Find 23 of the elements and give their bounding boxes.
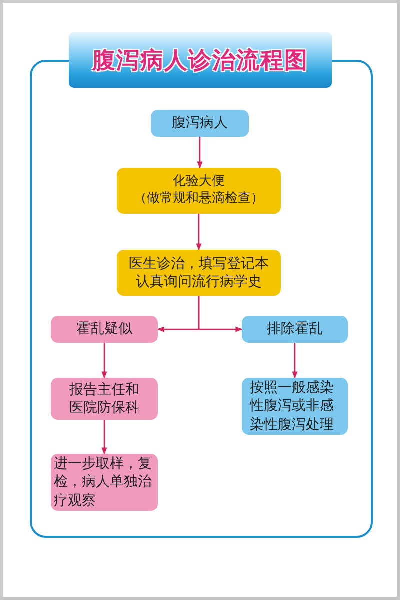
box-text: 医生诊治，填写登记本认真询问流行病学史 xyxy=(128,254,270,292)
box-text: 腹泻病人 xyxy=(171,114,229,133)
process-box xyxy=(242,316,348,343)
box-text: 化验大便 xyxy=(172,174,226,191)
process-box xyxy=(117,250,281,296)
arrow xyxy=(196,214,202,251)
arrow xyxy=(102,343,108,379)
box-text: 按照一般感染性腹泻或非感染性腹泻处理 xyxy=(250,379,335,434)
box-text: 排除霍乱 xyxy=(266,320,324,339)
arrow xyxy=(198,296,243,332)
process-box xyxy=(51,378,158,420)
title: 腹泻病人诊治流程图 xyxy=(92,46,308,76)
arrow xyxy=(102,420,108,455)
arrow xyxy=(292,343,298,379)
box-text: 进一步取样，复检，病人单独治疗观察 xyxy=(54,455,153,510)
box-text: 报告主任和医院防保科 xyxy=(68,380,140,418)
process-box xyxy=(51,316,158,343)
process-box xyxy=(117,168,281,214)
box-text: 霍乱疑似 xyxy=(76,320,134,339)
process-box xyxy=(151,110,249,137)
process-box xyxy=(242,378,348,435)
box-text: （做常规和悬滴检查） xyxy=(133,191,265,208)
arrow xyxy=(197,137,203,169)
